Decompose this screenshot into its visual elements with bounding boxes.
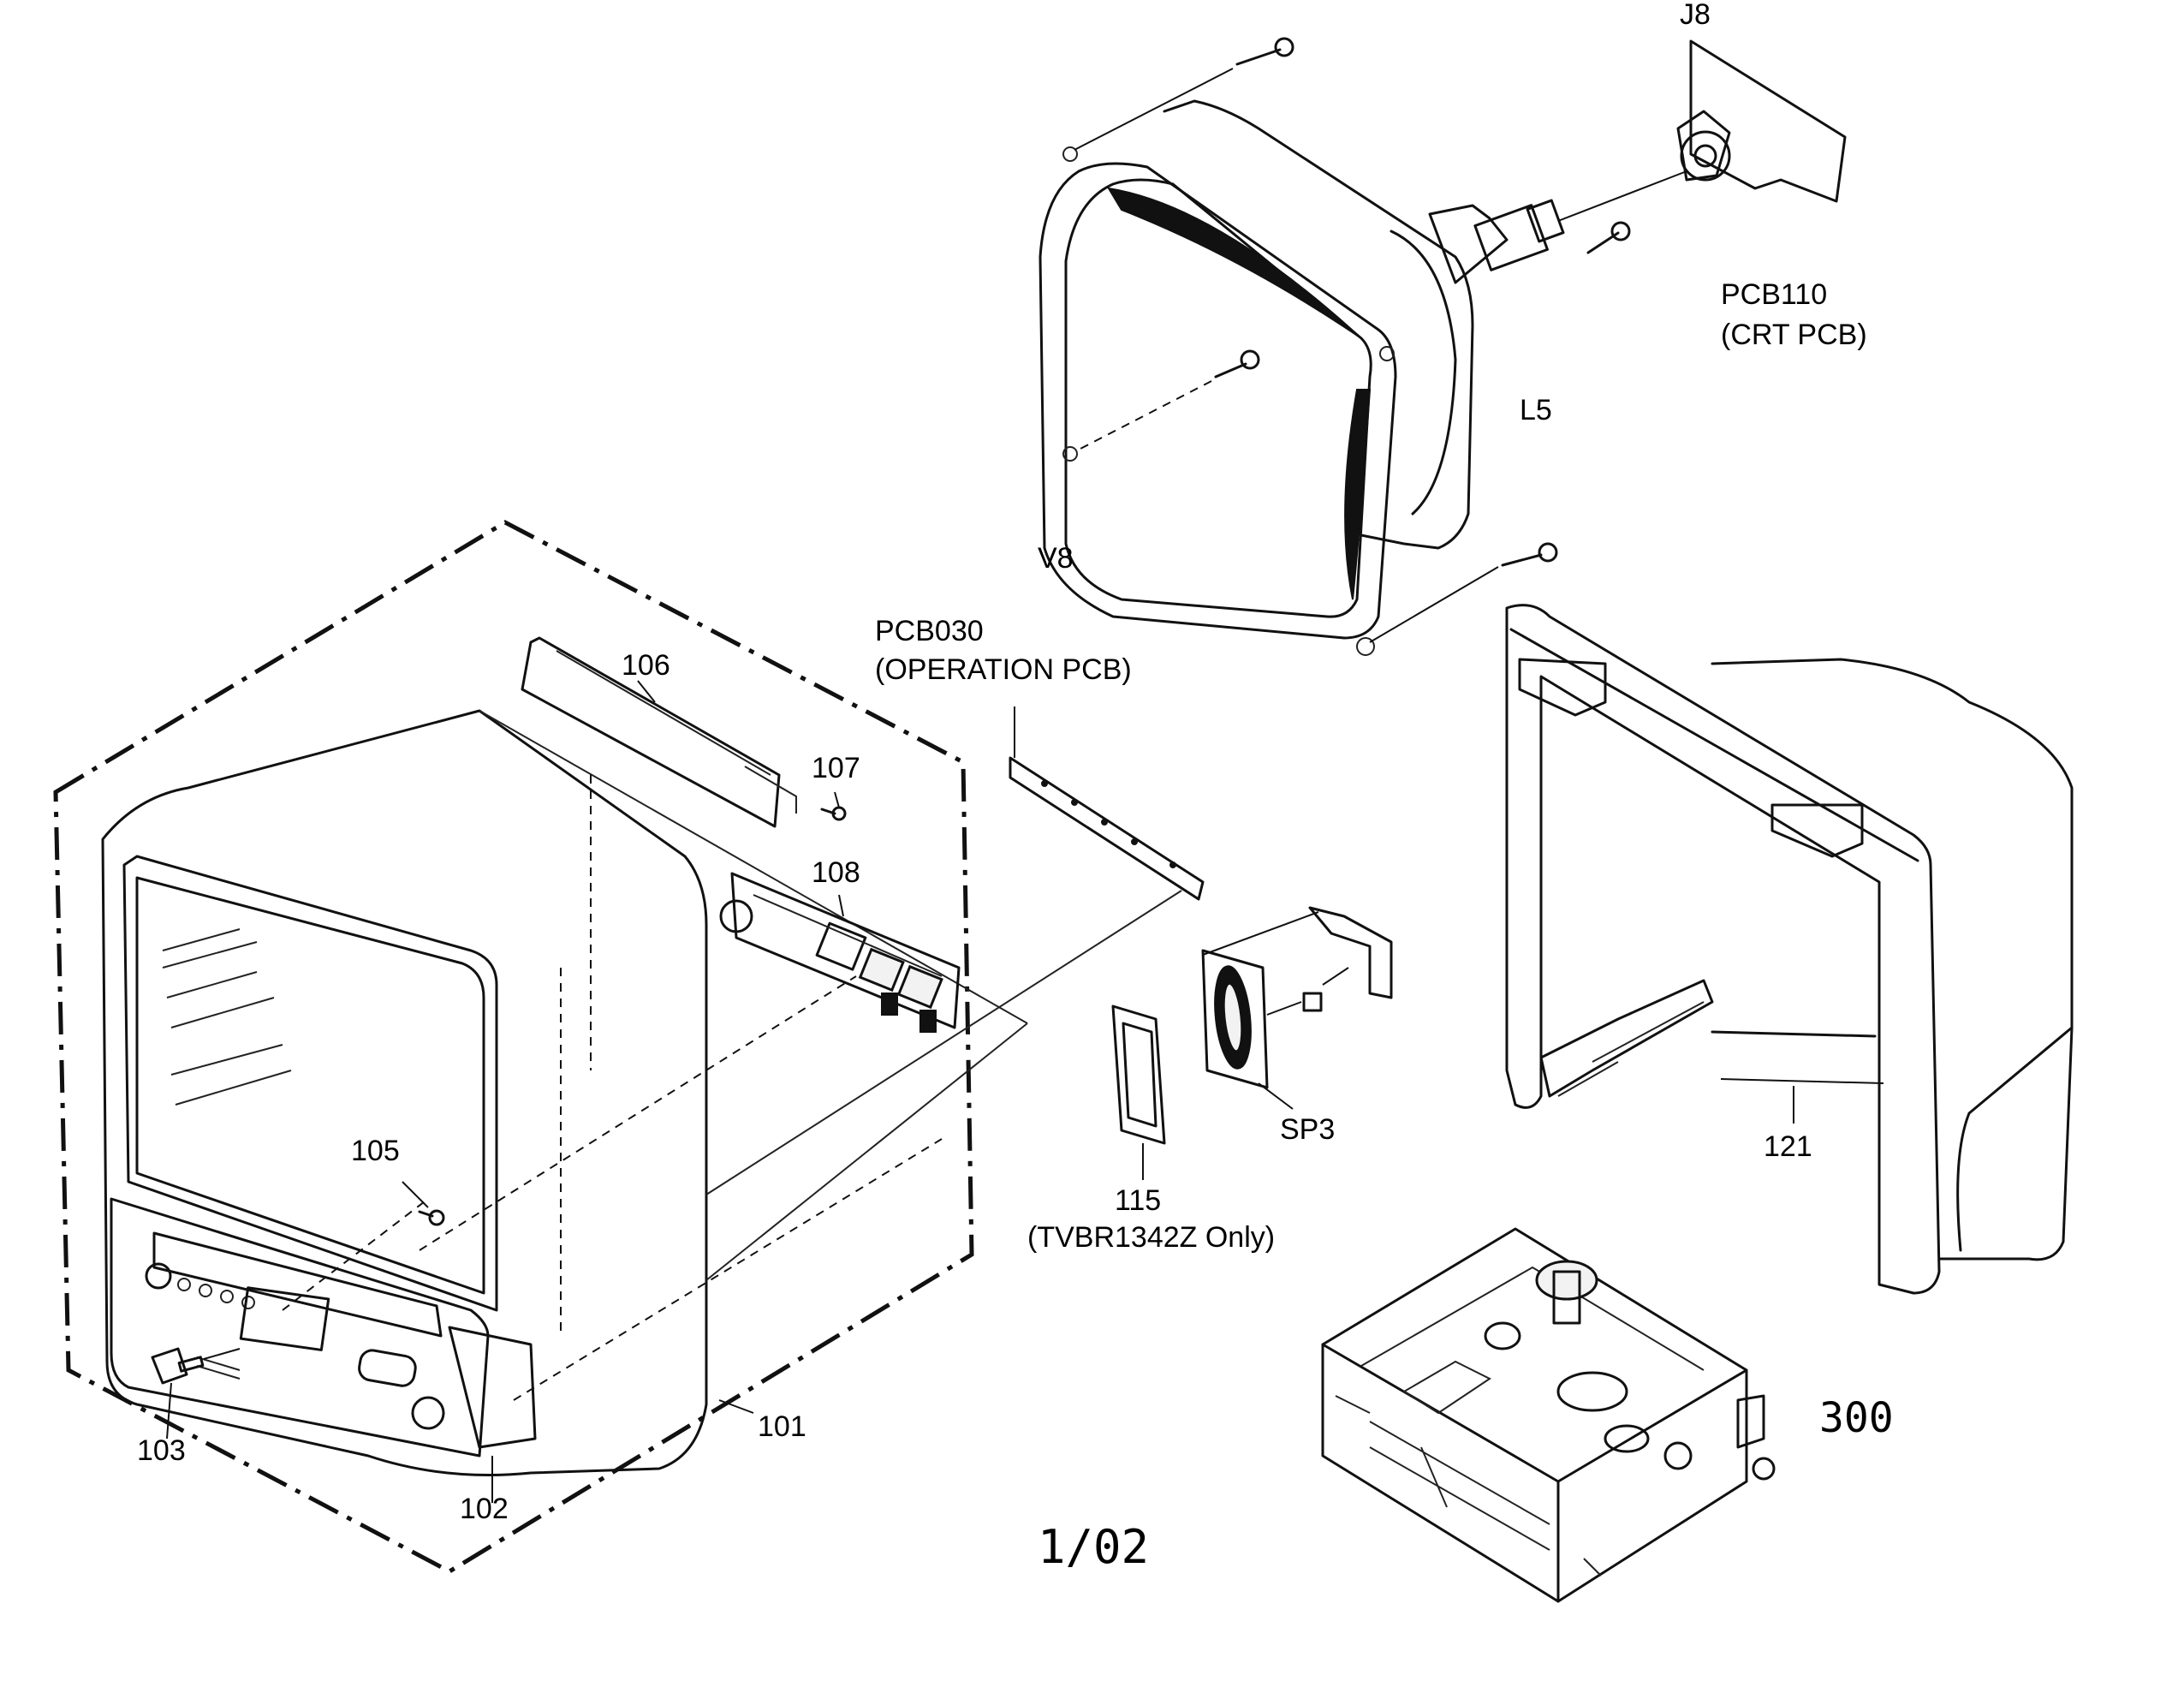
front-cabinet [101, 709, 1028, 1476]
front-cabinet-group-boundary [53, 520, 974, 1574]
label-pcb110-desc: (CRT PCB) [1721, 319, 1867, 351]
crt-screw-top [1235, 37, 1294, 66]
crt-screw-bottom [1501, 542, 1558, 567]
label-v8: V8 [1038, 542, 1074, 575]
part-115-gasket [1111, 1004, 1166, 1180]
crt-pcb [1557, 39, 1847, 222]
label-part-115-note: (TVBR1342Z Only) [1027, 1221, 1275, 1254]
part-300-vcr-mechanism [1321, 1227, 1776, 1603]
speaker-sp3 [1201, 906, 1393, 1110]
crt-screw-right [1586, 221, 1631, 254]
label-pcb030-name: PCB030 [875, 615, 984, 647]
label-l5: L5 [1520, 394, 1552, 426]
label-j8: J8 [1680, 0, 1711, 31]
part-105-screw [402, 1181, 445, 1226]
leader-101 [718, 1399, 754, 1414]
part-107-screw [820, 791, 847, 821]
label-part-121: 121 [1764, 1130, 1812, 1163]
part-106-bracket [521, 636, 797, 828]
part-103-knob [151, 1347, 241, 1440]
label-part-115: 115 [1115, 1184, 1161, 1217]
label-pcb030-desc: (OPERATION PCB) [875, 653, 1132, 686]
label-part-105: 105 [351, 1135, 400, 1167]
label-part-106: 106 [622, 649, 670, 682]
operation-pcb [705, 706, 1205, 1195]
crt-picture-tube [1038, 37, 1631, 656]
label-part-108: 108 [812, 856, 860, 889]
label-sp3: SP3 [1280, 1113, 1335, 1146]
label-sheet-number: 1/02 [1038, 1520, 1149, 1574]
label-part-107: 107 [812, 752, 860, 784]
part-108-button-assembly [719, 872, 961, 1033]
label-part-103: 103 [137, 1434, 186, 1467]
label-part-300: 300 [1819, 1394, 1894, 1442]
part-121-back-cabinet [1505, 604, 2074, 1295]
label-part-101: 101 [758, 1410, 806, 1443]
label-part-102: 102 [460, 1493, 509, 1525]
label-pcb110-name: PCB110 [1721, 278, 1827, 311]
crt-screw-mid [1214, 349, 1260, 379]
